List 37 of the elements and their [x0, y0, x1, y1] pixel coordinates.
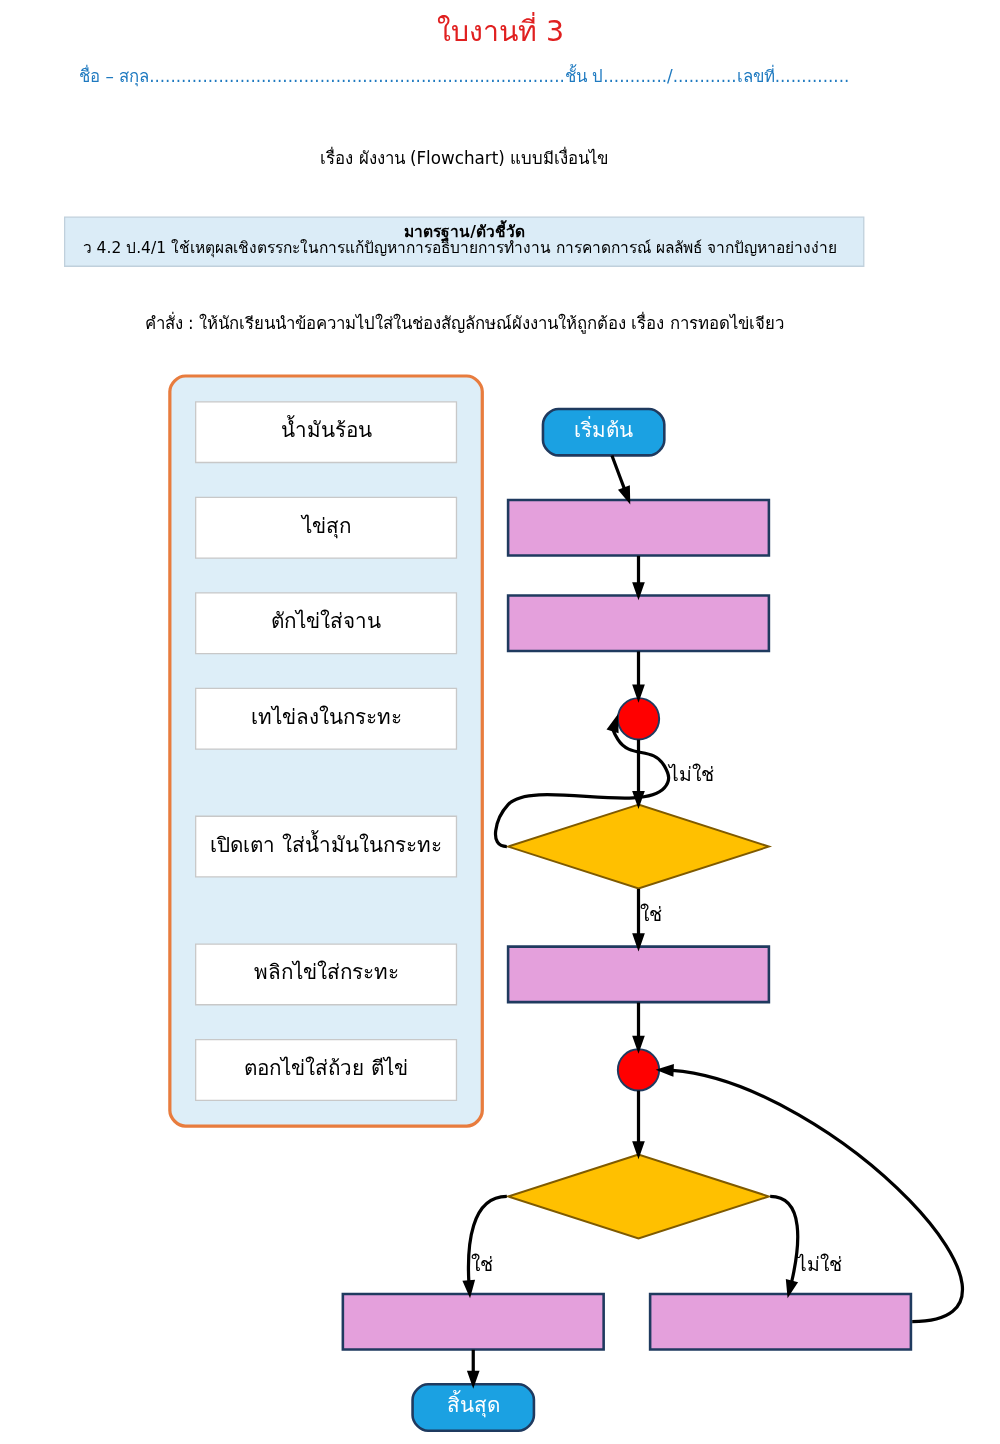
node-box: เริ่มต้น	[541, 407, 666, 457]
arrow	[631, 555, 645, 601]
label: เรื่อง ผังงาน (Flowchart) แบบมีเงื่อนไข	[319, 147, 608, 168]
node-box	[341, 1292, 605, 1351]
edge-label: ใช่	[639, 902, 662, 926]
node-circle	[616, 697, 660, 741]
node-box: สิ้นสุด	[410, 1383, 535, 1433]
label: ชื่อ – สกุล..............................................................................ชั้น ป............/............เลขที่..............	[78, 66, 849, 87]
arrow	[631, 651, 645, 703]
arrow	[769, 1194, 799, 1299]
arrow	[631, 1090, 645, 1160]
edge-label: ใช่	[470, 1252, 493, 1276]
node-box: ตอกไข่ใส่ถ้วย ตีไข่	[194, 1038, 457, 1101]
label: คำสั่ง : ให้นักเรียนนำข้อความไปใส่ในช่องสัญลักษณ์ผังงานให้ถูกต้อง เรื่อง การทอดไข่เจียว	[144, 312, 784, 333]
node-box: เปิดเตา ใส่น้ำมันในกระทะ	[194, 815, 457, 878]
arrow	[609, 454, 630, 505]
cluster	[167, 374, 484, 1128]
arrow	[461, 1194, 507, 1299]
node-circle	[616, 1048, 660, 1092]
node-diamond	[504, 803, 772, 890]
arrow	[631, 1002, 645, 1054]
edge-label: ไม่ใช่	[796, 1252, 842, 1276]
arrow	[493, 714, 670, 849]
node-box	[648, 1292, 912, 1351]
node-box	[506, 498, 770, 557]
node-box: มาตรฐาน/ตัวชี้วัด ว 4.2 ป.4/1 ใช้เหตุผลเชิงตรรกะในการแก้ปัญหาการอธิบายการทำงาน การคาดการณ์ ผลลัพธ์ จากปัญหาอย่างง่าย	[63, 216, 864, 267]
node-box: พลิกไข่ใส่กระทะ	[194, 943, 457, 1006]
node-box: ไข่สุก	[194, 496, 457, 559]
node-diamond	[504, 1153, 772, 1240]
node-box	[506, 945, 770, 1004]
node-box	[506, 594, 770, 653]
node-box: ตักไข่ใส่จาน	[194, 592, 457, 655]
arrow	[655, 1064, 964, 1324]
node-box: เทไข่ลงในกระทะ	[194, 687, 457, 750]
node-box: น้ำมันร้อน	[194, 401, 457, 464]
arrow	[631, 888, 645, 952]
arrow	[466, 1349, 480, 1389]
